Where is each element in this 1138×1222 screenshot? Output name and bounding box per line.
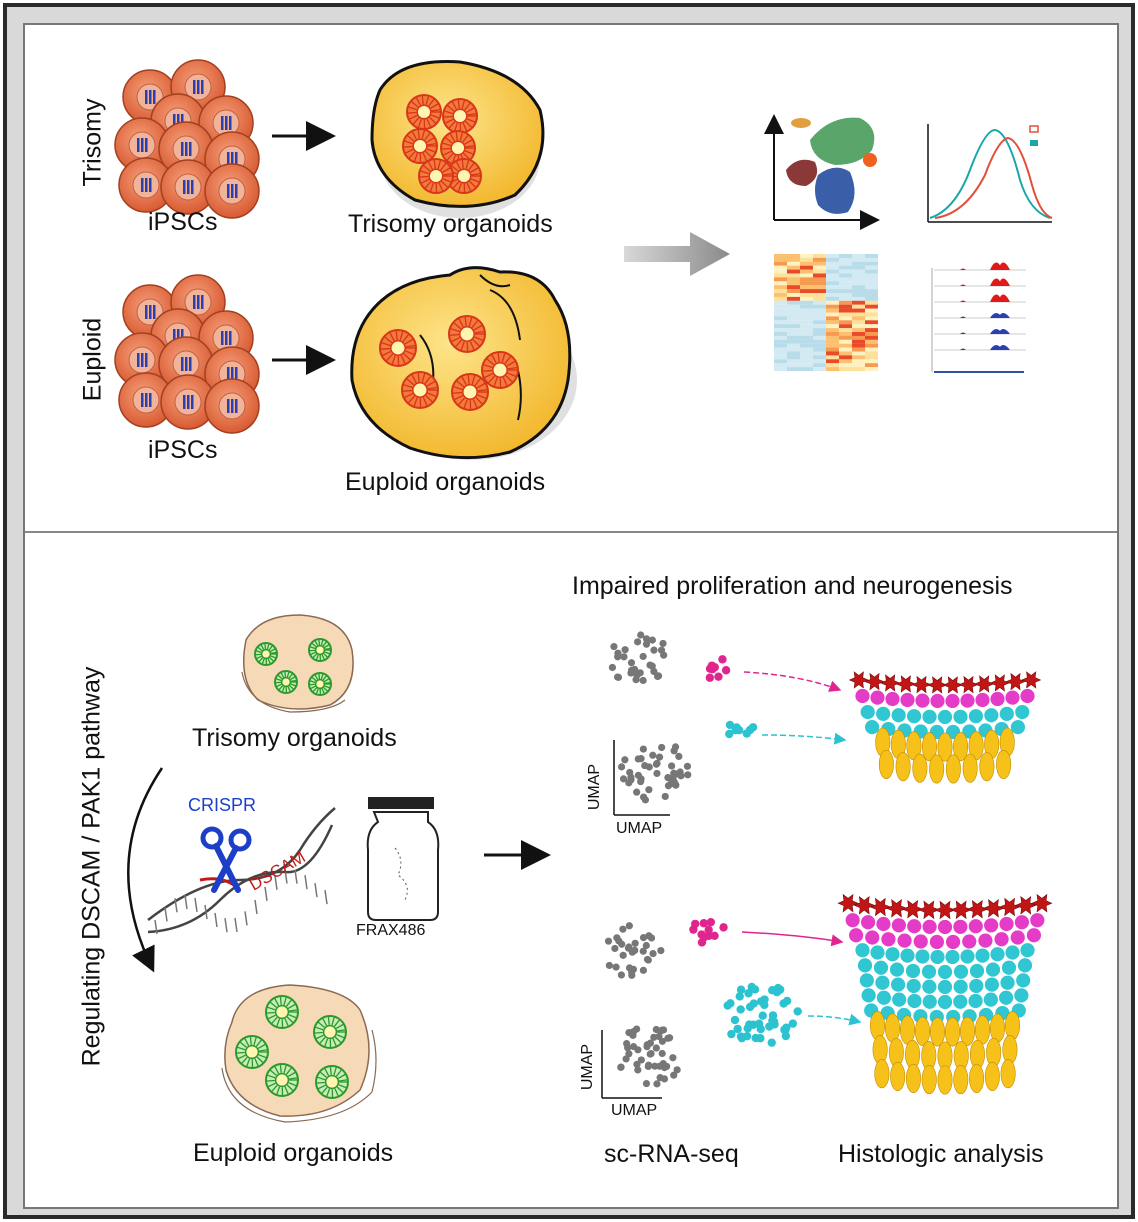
pathway-label: Regulating DSCAM / PAK1 pathway	[77, 666, 106, 1067]
rosette-icon	[235, 1035, 269, 1069]
rosette-icon	[315, 1065, 349, 1099]
umap-y-label-1: UMAP	[586, 763, 603, 811]
umap-x-label-1: UMAP	[616, 820, 663, 837]
euploid-organoids-label-top: Euploid organoids	[345, 468, 546, 496]
magenta-arrow-1	[743, 671, 842, 692]
umap-axes-1	[613, 740, 670, 816]
histology-layers-trisomy	[848, 671, 1042, 784]
expression-heatmap	[774, 254, 878, 372]
trisomy-ipsc-cluster	[114, 59, 260, 219]
curved-arrow	[127, 767, 164, 973]
rosette-icon	[406, 94, 442, 130]
euploid-side-label: Euploid	[78, 317, 107, 402]
crispr-scissors-icon	[200, 826, 252, 893]
stem-cell-icon	[160, 159, 216, 215]
stem-cell-icon	[204, 163, 260, 219]
rosette-icon	[446, 158, 482, 194]
rosette-icon	[254, 642, 278, 666]
cyan-arrow-1	[761, 732, 847, 745]
panel-divider	[25, 531, 1117, 533]
stem-cell-icon	[114, 117, 170, 173]
rosette-icon	[265, 1063, 299, 1097]
rosette-icon	[313, 1015, 347, 1049]
histology-label: Histologic analysis	[838, 1140, 1044, 1168]
rosette-icon	[402, 128, 438, 164]
magenta-arrow-2	[741, 931, 844, 947]
rosette-icon	[274, 670, 298, 694]
rosette-icon	[418, 158, 454, 194]
rosette-icon	[379, 329, 417, 367]
ipscs-label-trisomy: iPSCs	[148, 208, 218, 236]
genome-track-plot	[931, 262, 1026, 373]
stem-cell-icon	[118, 372, 174, 428]
trisomy-organoid	[370, 60, 545, 218]
rosette-icon	[442, 98, 478, 134]
umap-cluster-plot	[764, 114, 880, 230]
trisomy-organoids-label-top: Trisomy organoids	[348, 210, 553, 238]
umap-axes-2	[601, 1030, 662, 1099]
scrnaseq-label: sc-RNA-seq	[604, 1140, 739, 1168]
euploid-organoids-label-bottom: Euploid organoids	[193, 1139, 394, 1167]
rosette-icon	[451, 373, 489, 411]
trisomy-organoids-label-bottom: Trisomy organoids	[192, 724, 397, 752]
ipscs-label-euploid: iPSCs	[148, 436, 218, 464]
frax486-bottle-icon	[366, 797, 440, 921]
rosette-icon	[401, 371, 439, 409]
result-title: Impaired proliferation and neurogenesis	[572, 572, 1013, 600]
histology-layers-euploid	[837, 893, 1053, 1095]
umap-x-label-2: UMAP	[611, 1102, 658, 1119]
trisomy-side-label: Trisomy	[78, 98, 107, 187]
density-curve-plot	[927, 124, 1053, 223]
euploid-ipsc-cluster	[114, 274, 260, 434]
rosette-icon	[308, 672, 332, 696]
scrna-dot-clusters-bottom	[604, 917, 802, 1088]
stem-cell-icon	[160, 374, 216, 430]
rosette-icon	[448, 315, 486, 353]
euploid-organoid	[350, 266, 577, 460]
umap-y-label-2: UMAP	[579, 1043, 596, 1091]
dna-helix-icon	[147, 807, 336, 935]
stem-cell-icon	[114, 332, 170, 388]
rosette-icon	[308, 638, 332, 662]
scrna-dot-clusters-top	[608, 631, 758, 804]
rosette-icon	[481, 351, 519, 389]
stem-cell-icon	[204, 378, 260, 434]
cyan-arrow-2	[807, 1013, 862, 1026]
crispr-label: CRISPR	[188, 795, 257, 815]
frax486-label: FRAX486	[356, 922, 426, 939]
trisomy-organoid-green	[241, 614, 354, 713]
analysis-arrow	[624, 232, 730, 276]
rosette-icon	[265, 995, 299, 1029]
euploid-organoid-green	[221, 984, 377, 1123]
